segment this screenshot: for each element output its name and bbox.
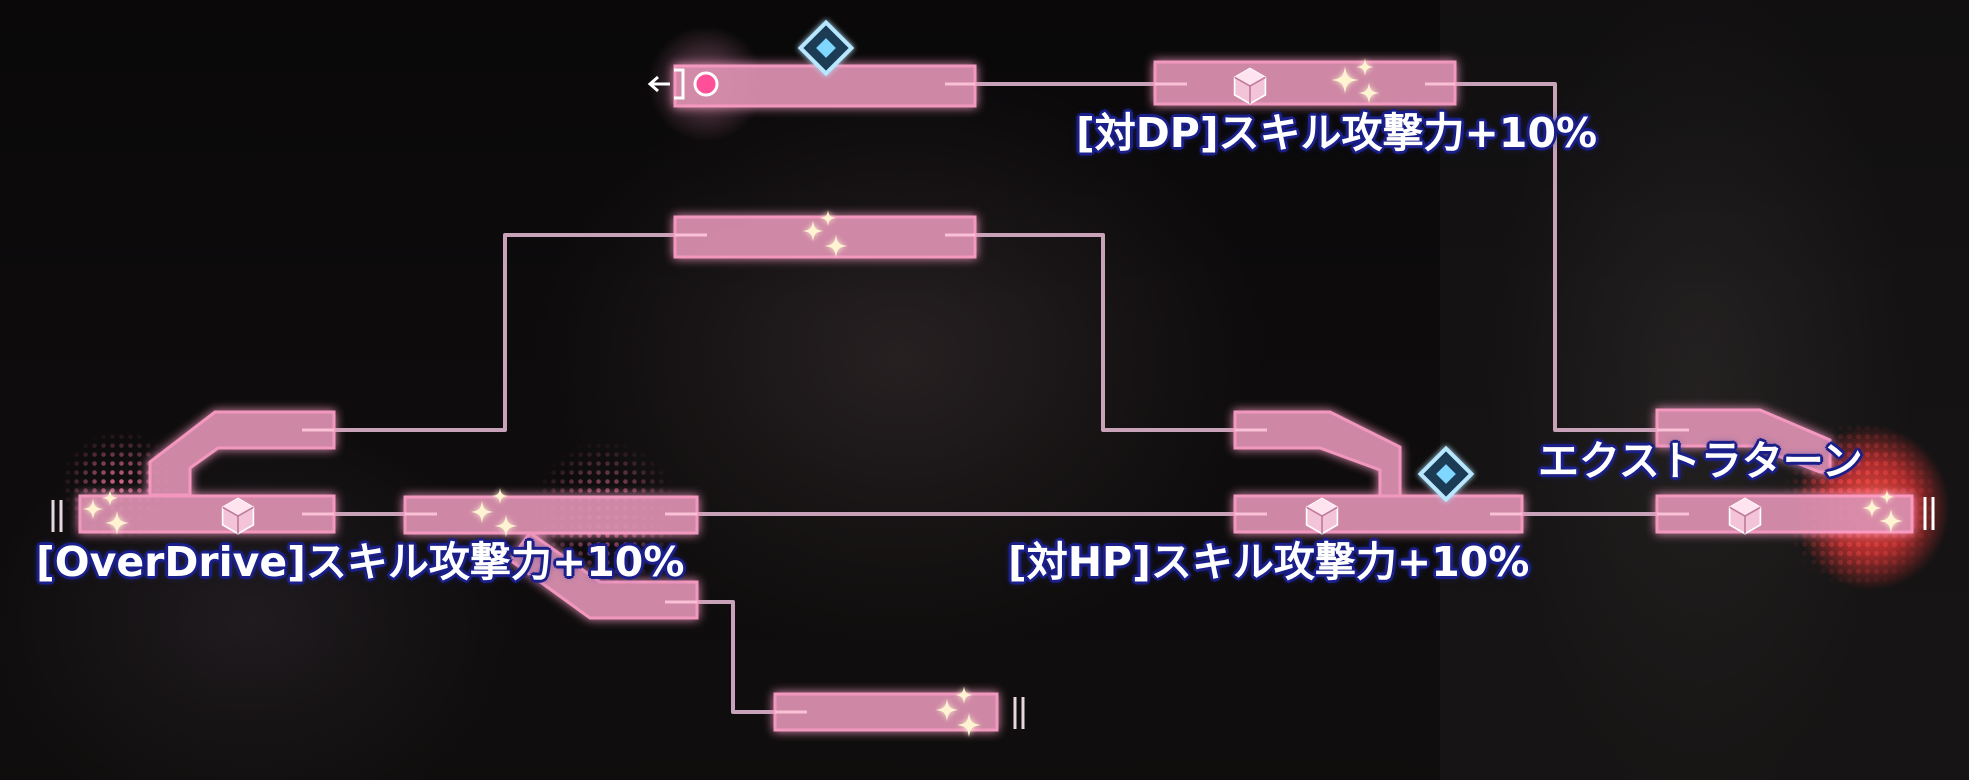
track-overdrive-branch xyxy=(148,410,336,497)
track-extra-branch xyxy=(1655,408,1832,474)
path-lines xyxy=(334,82,1657,714)
track-dp xyxy=(1153,60,1457,106)
track-bottom xyxy=(773,692,999,732)
crystal-diamond-icon[interactable] xyxy=(797,19,855,77)
cube-icon[interactable] xyxy=(221,497,255,535)
tracks xyxy=(78,60,1914,732)
label-overdrive-skill: [OverDrive]スキル攻撃力+10% xyxy=(36,538,685,586)
label-extra-turn: エクストラターン xyxy=(1538,437,1863,485)
track-ticks xyxy=(302,82,1689,714)
goal-gate-icon xyxy=(1923,497,1935,530)
goal-gate-icon xyxy=(1013,697,1025,729)
back-arrow-icon[interactable] xyxy=(647,68,685,100)
track-hp xyxy=(1233,494,1524,534)
cube-icon[interactable] xyxy=(1233,67,1267,105)
current-position-icon xyxy=(693,71,719,97)
track-hp-branch xyxy=(1233,410,1402,498)
track-extra xyxy=(1655,494,1914,534)
label-hp-skill: [対HP]スキル攻撃力+10% xyxy=(1008,538,1530,586)
track-mid xyxy=(403,495,699,535)
cube-icon[interactable] xyxy=(1728,497,1762,535)
track-upper-mid xyxy=(673,215,977,259)
gate-icon xyxy=(51,500,63,532)
track-lower-branch xyxy=(507,530,699,620)
crystal-diamond-icon[interactable] xyxy=(1417,445,1475,503)
cube-icon[interactable] xyxy=(1305,497,1339,535)
sparkle-icons xyxy=(82,58,1903,737)
label-dp-skill: [対DP]スキル攻撃力+10% xyxy=(1076,109,1598,157)
